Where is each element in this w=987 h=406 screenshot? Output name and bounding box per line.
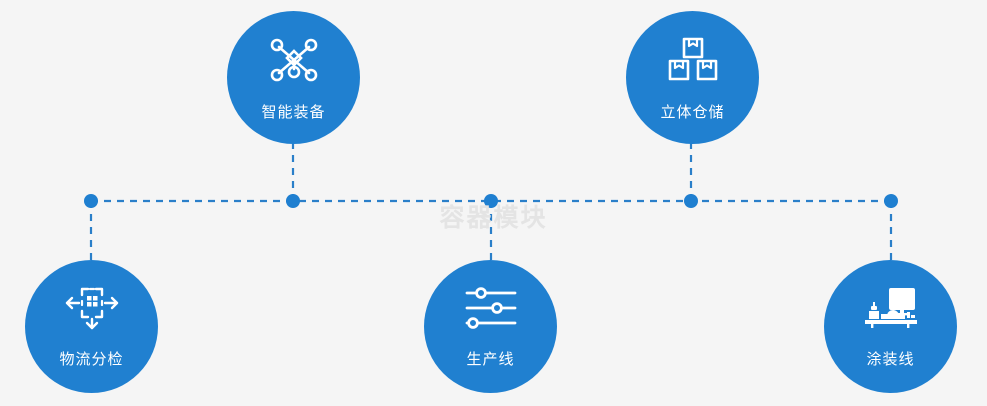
node-logistics-sorting[interactable]: 物流分检 <box>25 260 158 393</box>
node-label: 智能装备 <box>261 103 326 121</box>
node-label: 物流分检 <box>59 350 124 368</box>
stacked-boxes-icon <box>668 11 718 91</box>
node-production-line[interactable]: 生产线 <box>424 260 557 393</box>
node-smart-equipment[interactable]: 智能装备 <box>227 11 360 144</box>
sorting-arrows-icon <box>64 260 120 338</box>
joint-dot-5[interactable] <box>884 194 898 208</box>
joint-dot-2[interactable] <box>286 194 300 208</box>
sliders-icon <box>464 260 518 338</box>
node-painting-line[interactable]: 涂装线 <box>824 260 957 393</box>
joint-dot-4[interactable] <box>684 194 698 208</box>
node-label: 立体仓储 <box>660 103 725 121</box>
network-nodes-icon <box>268 11 320 91</box>
joint-dot-1[interactable] <box>84 194 98 208</box>
node-label: 涂装线 <box>866 350 915 368</box>
node-label: 生产线 <box>466 350 515 368</box>
factory-monitor-icon <box>861 260 921 338</box>
joint-dot-3[interactable] <box>484 194 498 208</box>
node-stereo-storage[interactable]: 立体仓储 <box>626 11 759 144</box>
